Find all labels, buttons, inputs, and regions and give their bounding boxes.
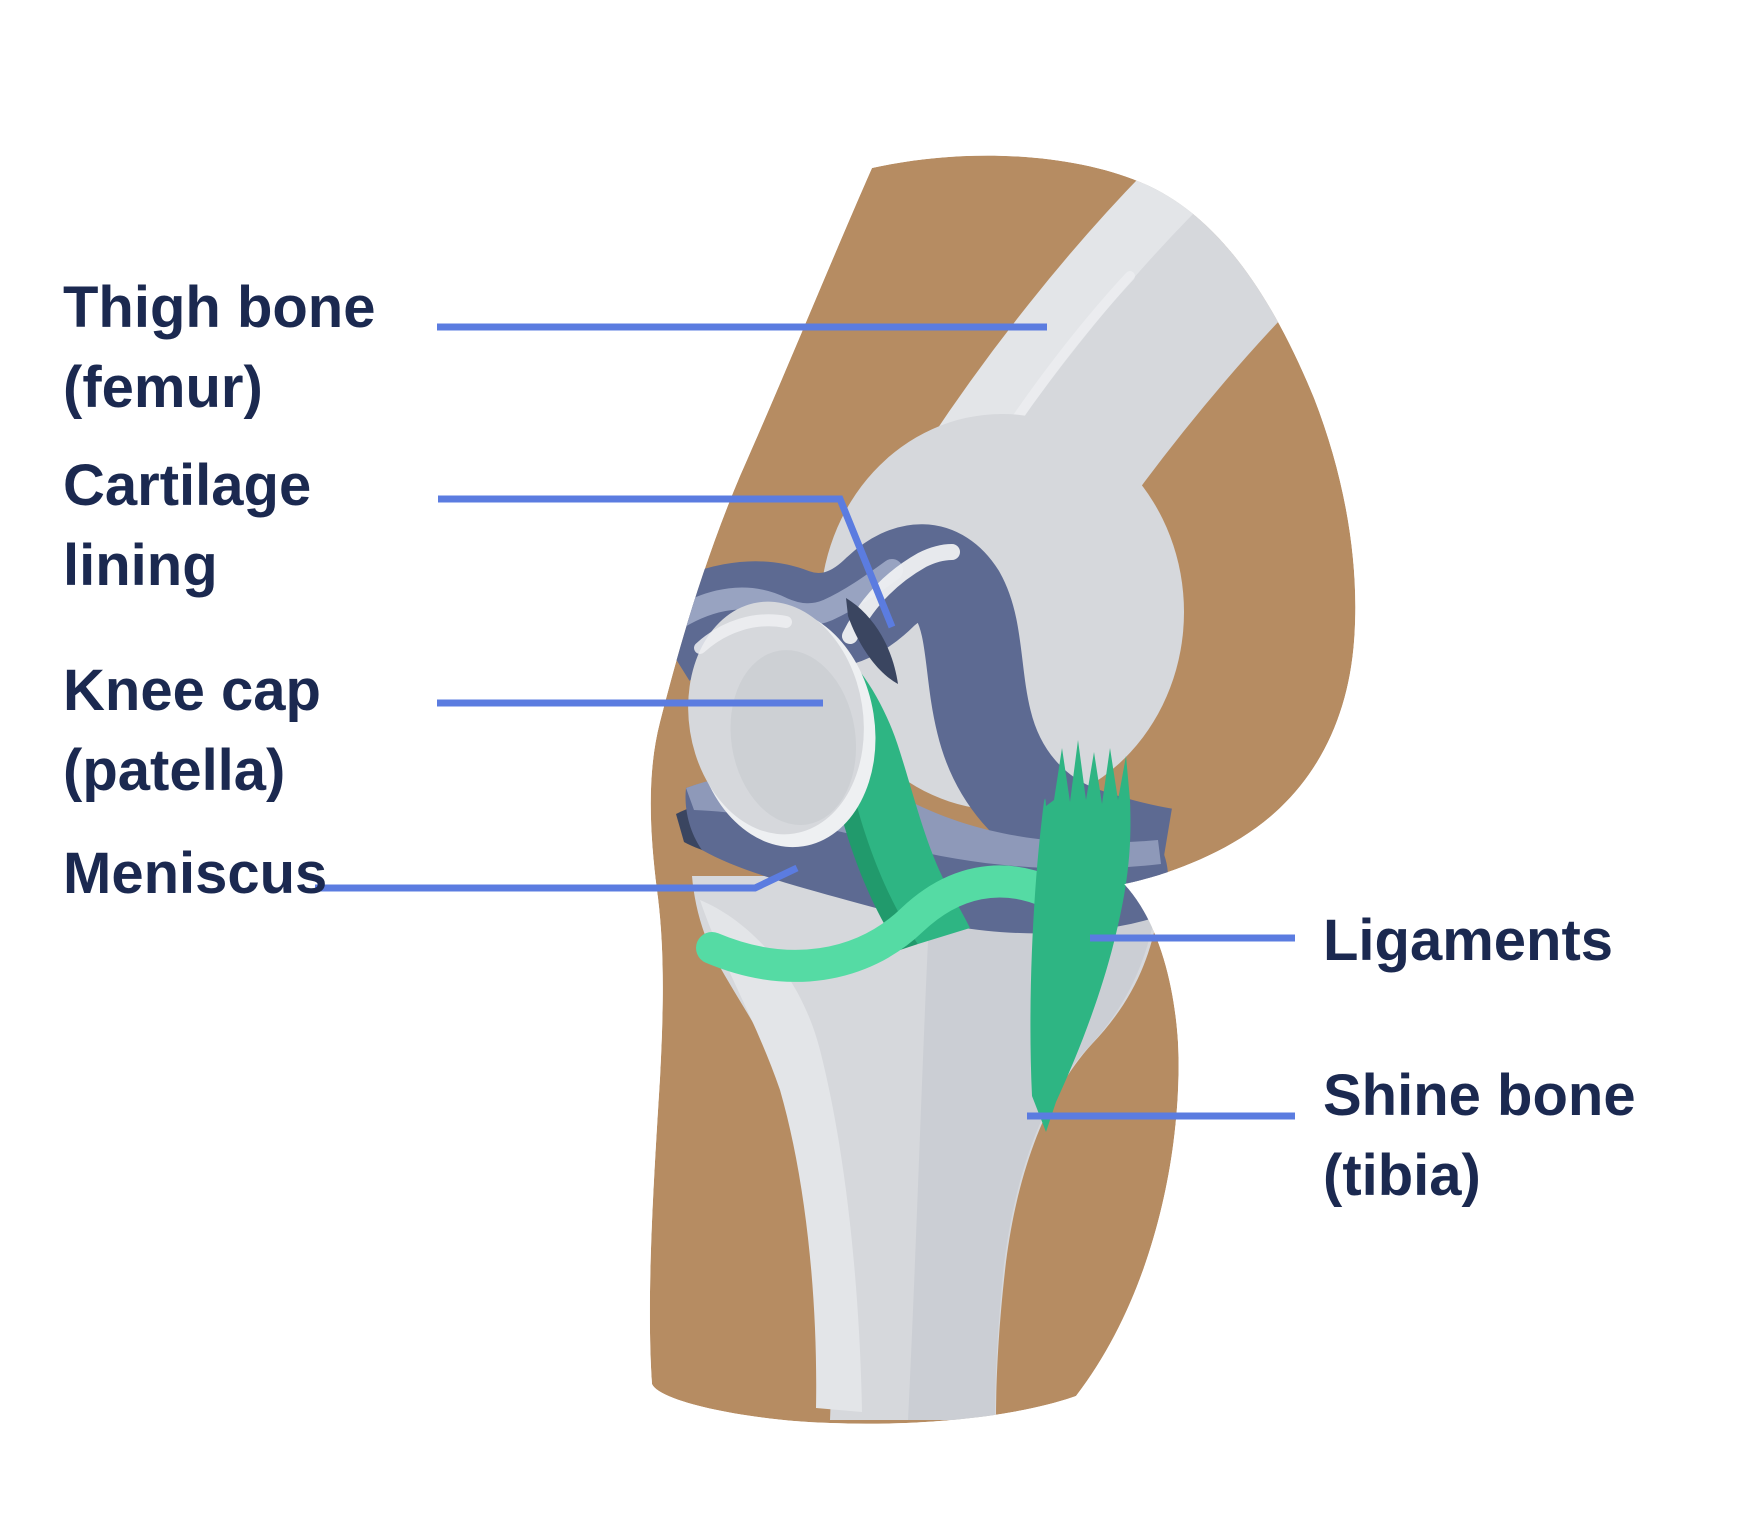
- label-shine-bone-line1: Shine bone: [1323, 1063, 1636, 1128]
- label-thigh-bone-line2: (femur): [63, 355, 263, 420]
- tibia-left-highlight: [700, 900, 862, 1412]
- label-knee-cap: Knee cap (patella): [63, 651, 321, 811]
- patella-top-highlight: [694, 614, 792, 654]
- label-thigh-bone: Thigh bone (femur): [63, 268, 376, 428]
- lateral-ligament: [1030, 740, 1131, 1132]
- tibia-right-shade: [908, 880, 1160, 1420]
- label-shine-bone: Shine bone (tibia): [1323, 1056, 1636, 1216]
- label-cartilage-line2: lining: [63, 533, 218, 598]
- ligament-swoosh: [696, 865, 1064, 982]
- label-meniscus-line1: Meniscus: [63, 841, 328, 906]
- joint-shadow-notch: [846, 598, 898, 684]
- cartilage-pointer-line: [438, 495, 896, 629]
- label-cartilage: Cartilage lining: [63, 446, 311, 606]
- label-thigh-bone-line1: Thigh bone: [63, 275, 376, 340]
- label-knee-cap-line1: Knee cap: [63, 658, 321, 723]
- label-ligaments-line1: Ligaments: [1323, 908, 1614, 973]
- label-knee-cap-line2: (patella): [63, 738, 286, 803]
- label-cartilage-line1: Cartilage: [63, 453, 312, 518]
- label-shine-bone-line2: (tibia): [1323, 1143, 1481, 1208]
- patella-inner-shade: [730, 650, 857, 825]
- label-ligaments: Ligaments: [1323, 901, 1613, 981]
- label-meniscus: Meniscus: [63, 834, 327, 914]
- meniscus-pointer-line: [315, 864, 799, 892]
